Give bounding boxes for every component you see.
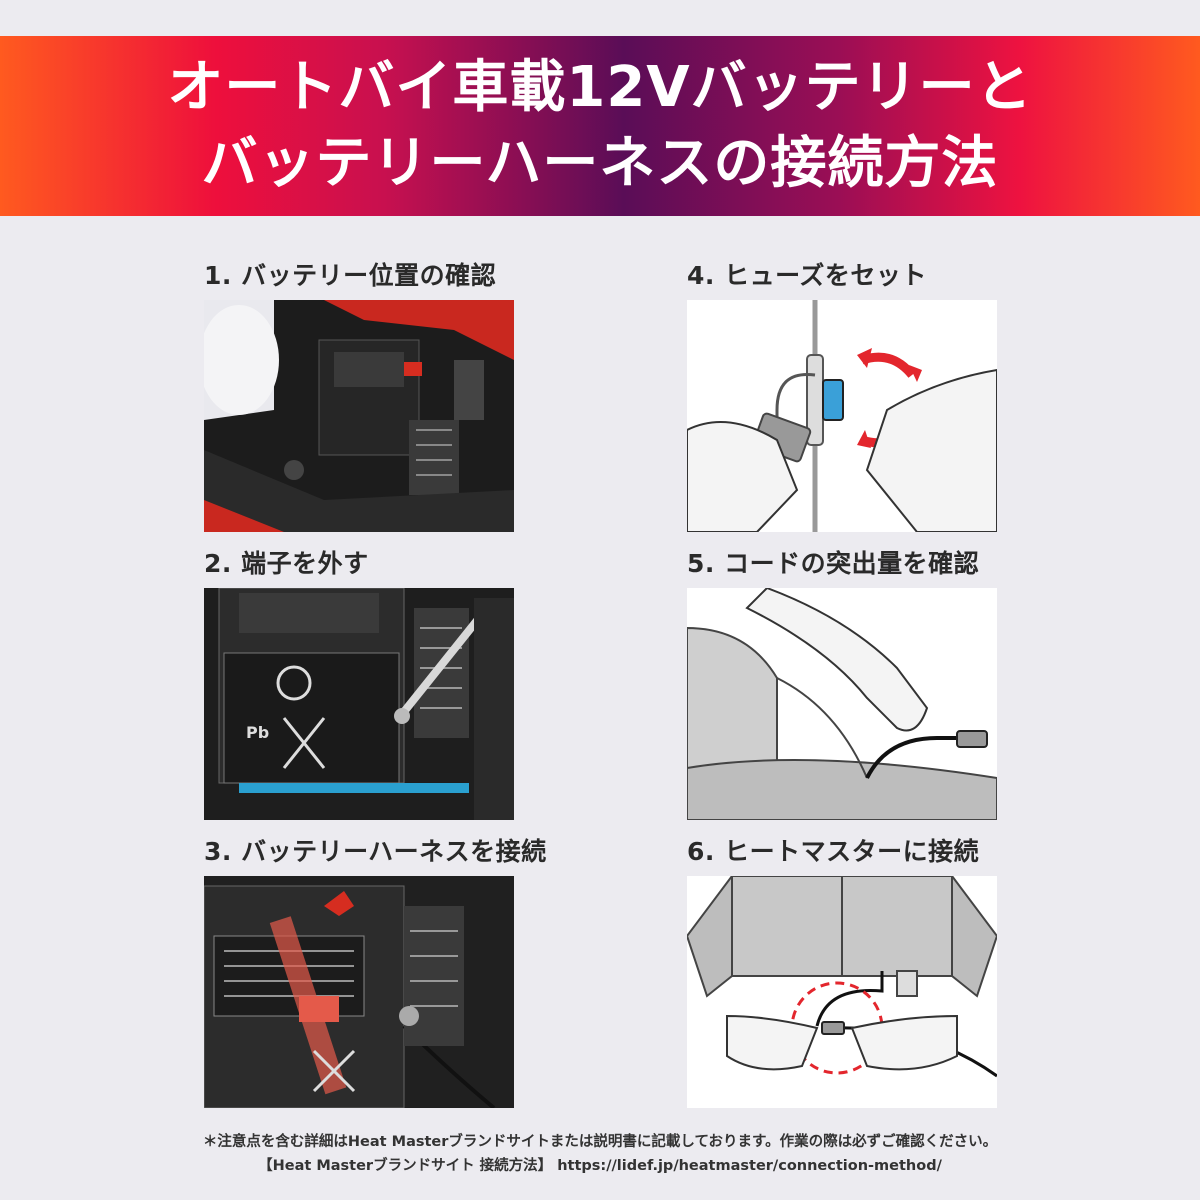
title-banner: オートバイ車載12Vバッテリーと バッテリーハーネスの接続方法: [0, 36, 1200, 216]
step-3-photo: [204, 876, 514, 1108]
step-6-title: 6. ヒートマスターに接続: [687, 837, 980, 866]
step-2: 2. 端子を外す Pb: [204, 546, 514, 820]
step-5-illustration: [687, 588, 997, 820]
step-5-title: 5. コードの突出量を確認: [687, 549, 980, 578]
step-1-title: 1. バッテリー位置の確認: [204, 261, 497, 290]
step-4: 4. ヒューズをセット: [687, 258, 997, 532]
title-line-1: オートバイ車載12Vバッテリーと: [167, 55, 1033, 120]
step-1-photo: [204, 300, 514, 532]
step-4-title: 4. ヒューズをセット: [687, 261, 927, 290]
footer-link-line: 【Heat Masterブランドサイト 接続方法】 https://lidef.…: [0, 1154, 1200, 1178]
svg-text:Pb: Pb: [246, 723, 269, 742]
step-3-title: 3. バッテリーハーネスを接続: [204, 837, 547, 866]
step-3: 3. バッテリーハーネスを接続: [204, 834, 547, 1108]
footer-caution-text: ＊注意点を含む詳細はHeat Masterブランドサイトまたは説明書に記載してお…: [202, 1134, 998, 1150]
title-line-2: バッテリーハーネスの接続方法: [201, 131, 999, 196]
footer-link-url[interactable]: https://lidef.jp/heatmaster/connection-m…: [557, 1158, 942, 1174]
step-5: 5. コードの突出量を確認: [687, 546, 997, 820]
step-6: 6. ヒートマスターに接続: [687, 834, 997, 1108]
footer-link-label: 【Heat Masterブランドサイト 接続方法】: [258, 1158, 553, 1174]
footer-note: ＊注意点を含む詳細はHeat Masterブランドサイトまたは説明書に記載してお…: [0, 1130, 1200, 1178]
step-6-illustration: [687, 876, 997, 1108]
step-2-photo: Pb: [204, 588, 514, 820]
step-4-illustration: [687, 300, 997, 532]
step-2-title: 2. 端子を外す: [204, 549, 369, 578]
step-1: 1. バッテリー位置の確認: [204, 258, 514, 532]
